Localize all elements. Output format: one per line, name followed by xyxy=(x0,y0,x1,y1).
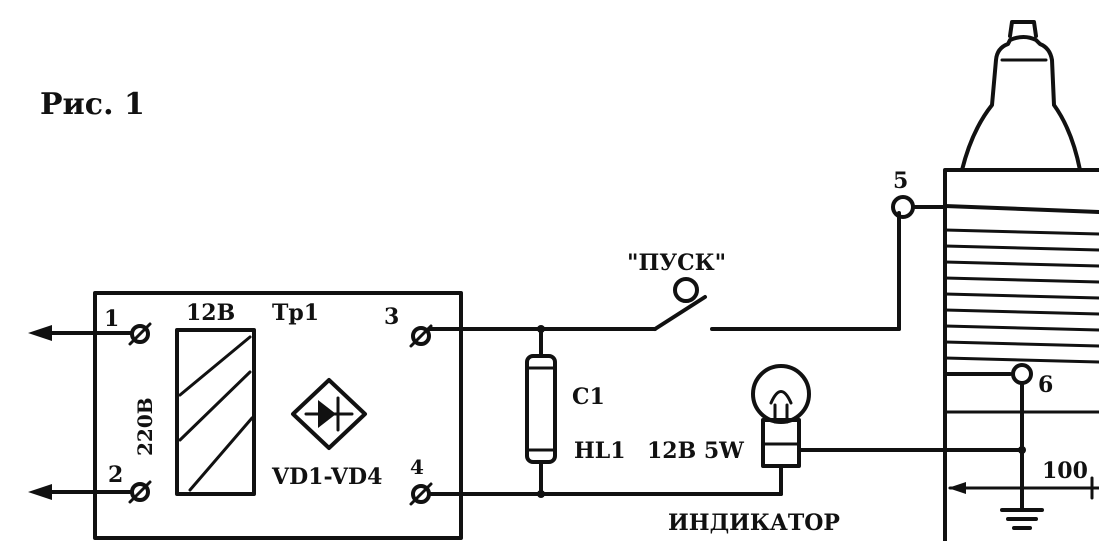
terminal-5 xyxy=(891,195,947,219)
dimension-label: 100 xyxy=(1042,458,1088,484)
capacitor-label: С1 xyxy=(572,384,605,410)
secondary-voltage-label: 12В xyxy=(186,300,235,326)
capacitor-c1 xyxy=(525,327,557,496)
terminal-1 xyxy=(128,322,152,346)
lamp-rating-label: 12В 5W xyxy=(647,438,744,464)
dimension-line xyxy=(948,476,1099,500)
indicator-label: ИНДИКАТОР xyxy=(668,510,840,536)
mains-lead-2 xyxy=(28,484,132,500)
lamp-label: HL1 xyxy=(574,438,626,464)
negative-wire xyxy=(427,490,783,498)
supply-voltage-label: 220В xyxy=(133,397,157,456)
rectifier-label: VD1-VD4 xyxy=(271,464,382,490)
terminal-6-label: 6 xyxy=(1038,372,1053,398)
indicator-lamp-icon xyxy=(751,364,811,496)
mains-lead-1 xyxy=(28,325,132,341)
transformer-winding xyxy=(175,328,256,496)
terminal-1-label: 1 xyxy=(104,306,119,332)
figure-title: Рис. 1 xyxy=(40,87,145,122)
ground-icon xyxy=(1000,381,1044,530)
terminal-2 xyxy=(128,480,152,504)
bottle-with-coil xyxy=(943,20,1099,541)
terminal-2-label: 2 xyxy=(108,462,123,488)
transformer-label: Тр1 xyxy=(272,300,319,326)
power-unit-box xyxy=(93,291,463,540)
lamp-lead xyxy=(797,446,1026,454)
terminal-5-label: 5 xyxy=(893,168,908,194)
terminal-6 xyxy=(1011,363,1033,385)
rectifier-bridge-icon xyxy=(291,378,367,450)
terminal-3-label: 3 xyxy=(384,304,399,330)
switch-label: "ПУСК" xyxy=(627,250,726,276)
terminal-4-label: 4 xyxy=(410,455,424,479)
start-switch xyxy=(653,277,901,331)
